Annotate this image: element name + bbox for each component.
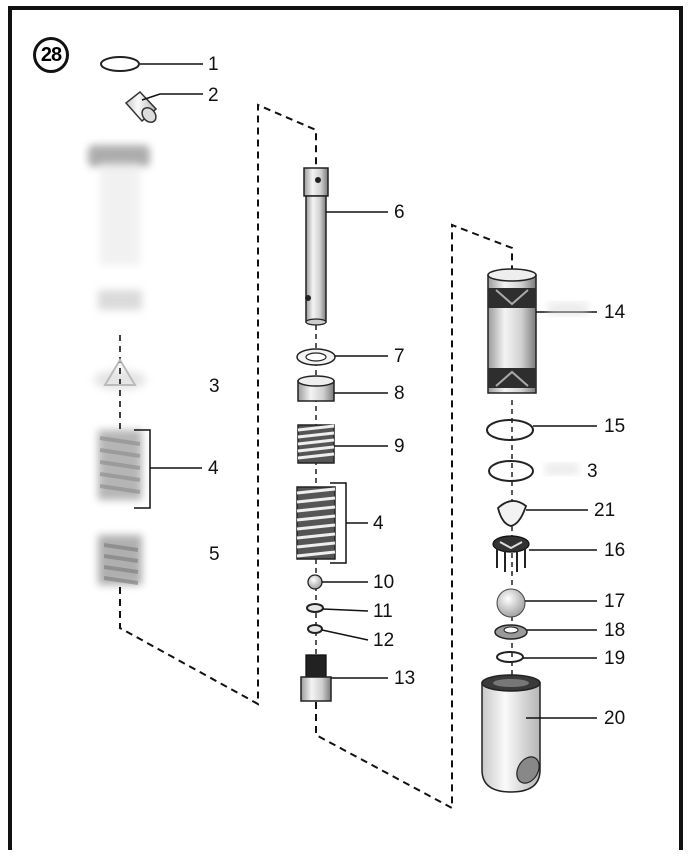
ghost-smudge	[548, 302, 588, 316]
part-11-washer	[306, 603, 324, 613]
label-part-4-middle: 4	[373, 513, 384, 534]
part-12-washer	[307, 624, 323, 634]
part-13-seat-nut	[300, 654, 332, 702]
assembly-path-right	[315, 223, 513, 810]
label-part-4-left: 4	[208, 458, 219, 479]
label-part-12: 12	[373, 630, 395, 651]
ghost-spring-5	[103, 543, 139, 585]
label-part-16: 16	[604, 540, 626, 561]
label-part-19: 19	[604, 648, 626, 669]
part-18-seat	[494, 624, 528, 640]
label-part-10: 10	[373, 572, 395, 593]
ghost-spring-4	[99, 436, 141, 494]
part-15-o-ring	[486, 419, 534, 441]
part-2-pin	[124, 90, 158, 123]
part-17-ball	[496, 588, 526, 618]
part-7-washer	[296, 348, 336, 366]
part-10-ball	[307, 574, 323, 590]
part-1-o-ring	[100, 56, 140, 72]
part-16-ball-guide	[492, 535, 530, 572]
label-part-7: 7	[394, 346, 405, 367]
blurred-assembly-left	[88, 145, 150, 585]
part-19-o-ring	[496, 651, 524, 663]
label-part-14: 14	[604, 302, 626, 323]
label-part-11: 11	[373, 601, 393, 622]
label-part-6: 6	[394, 202, 405, 223]
diagram-frame	[8, 6, 683, 850]
assembly-path-left	[119, 103, 317, 706]
label-part-18: 18	[604, 620, 626, 641]
ghost-cone	[103, 358, 137, 386]
part-21-clip	[496, 500, 528, 527]
label-part-5: 5	[209, 544, 220, 565]
label-part-8: 8	[394, 383, 405, 404]
label-part-21: 21	[594, 500, 616, 521]
label-part-13: 13	[394, 668, 416, 689]
label-part-1: 1	[208, 54, 219, 75]
part-3-o-ring-right	[488, 460, 534, 482]
part-8-bushing	[297, 375, 335, 402]
part-4-packing-stack-middle	[296, 486, 336, 560]
figure-number: 28	[40, 43, 62, 66]
label-part-2: 2	[208, 85, 219, 106]
figure-number-badge: 28	[33, 37, 69, 73]
label-part-3-left: 3	[209, 376, 220, 397]
label-part-3-right: 3	[587, 461, 598, 482]
part-6-displacement-rod	[303, 167, 329, 326]
label-part-20: 20	[604, 708, 626, 729]
part-14-cylinder	[487, 268, 537, 394]
label-part-9: 9	[394, 436, 405, 457]
part-9-spring	[297, 424, 335, 464]
label-part-17: 17	[604, 591, 626, 612]
part-20-intake-housing	[481, 674, 541, 793]
label-part-15: 15	[604, 416, 626, 437]
